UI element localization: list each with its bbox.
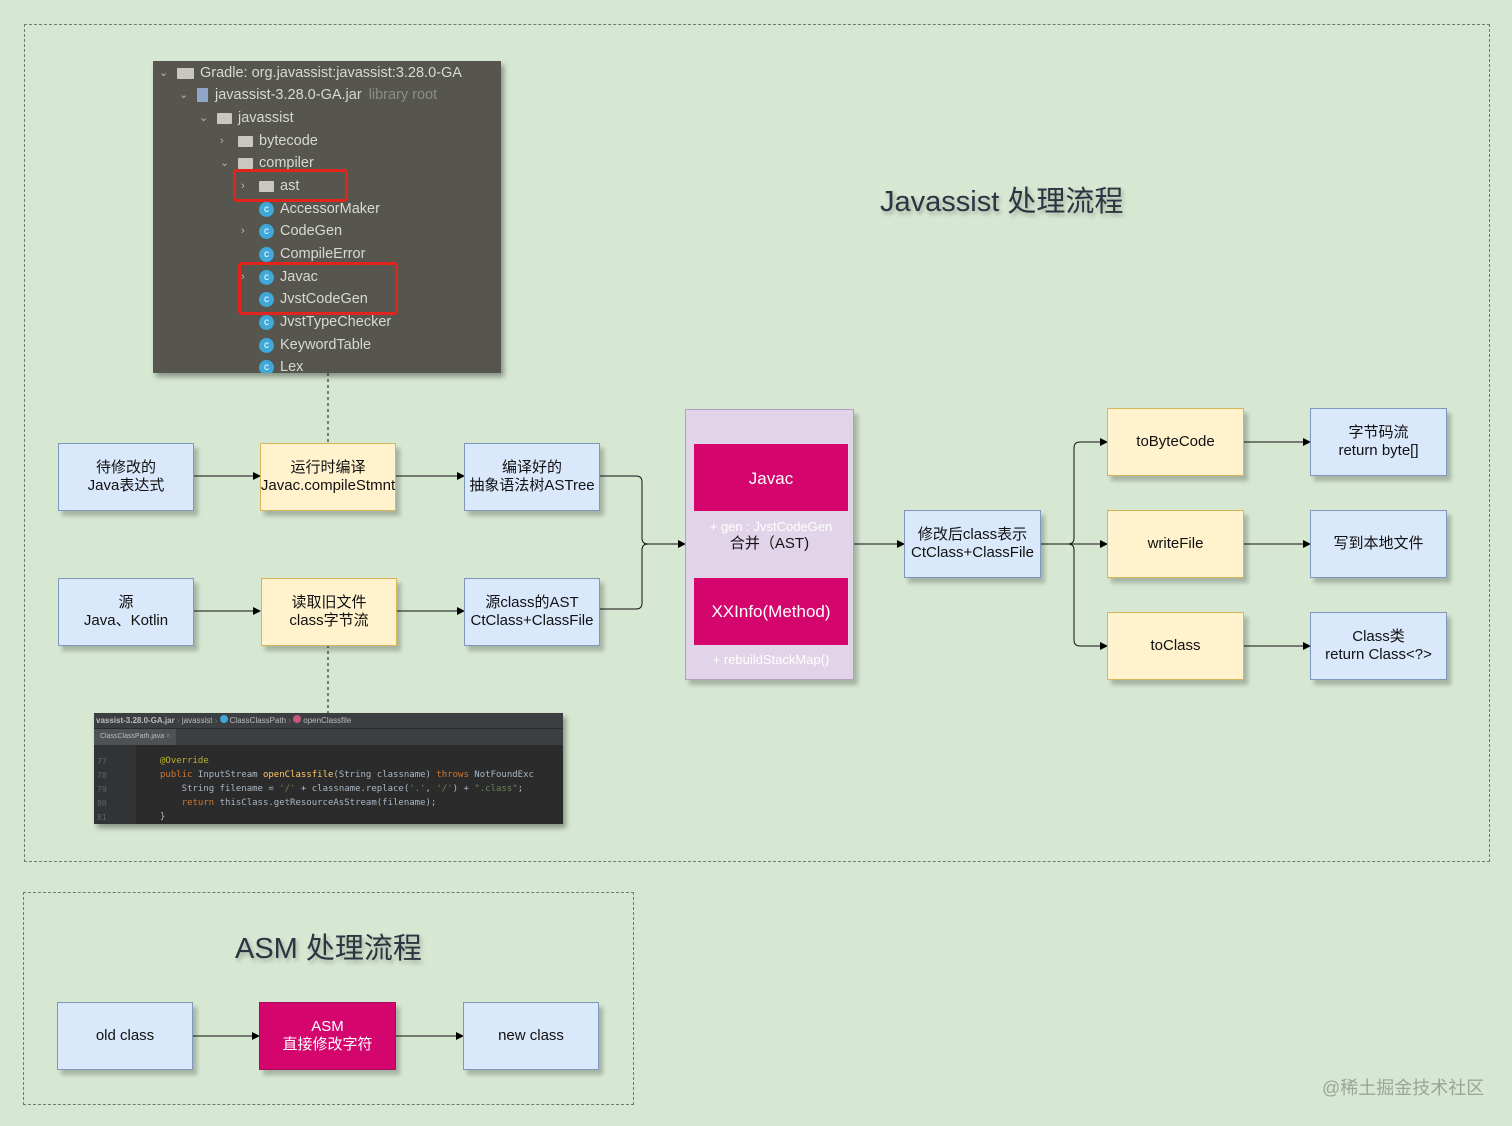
highlight-ast: [233, 169, 348, 202]
method-icon: [293, 715, 302, 723]
tree-row-javassist[interactable]: ⌄javassist: [199, 107, 294, 129]
node-write-local-file: 写到本地文件: [1310, 510, 1447, 578]
class-icon: c: [259, 201, 274, 217]
line-number: 78: [97, 771, 107, 780]
arrow-to-bytecode: [1067, 438, 1108, 545]
arrow-ast-to-javac: [600, 475, 686, 548]
class-icon: c: [259, 269, 274, 285]
chevron-down-icon: ⌄: [159, 67, 169, 79]
tree-row-gradle[interactable]: ⌄Gradle: org.javassist:javassist:3.28.0-…: [159, 62, 462, 84]
ide-project-tree: ⌄Gradle: org.javassist:javassist:3.28.0-…: [153, 61, 501, 373]
tree-row-compiler[interactable]: ⌄compiler: [220, 152, 314, 174]
package-folder-icon: [217, 112, 232, 124]
class-icon: [219, 715, 228, 723]
editor-breadcrumb: vassist-3.28.0-GA.jar › javassist › Clas…: [94, 713, 563, 728]
highlight-javac-jvstcodegen: [238, 262, 398, 315]
javac-block: Javac + gen : JvstCodeGen: [694, 444, 848, 534]
class-icon: c: [259, 291, 274, 307]
package-folder-icon: [238, 135, 253, 147]
node-new-class: new class: [463, 1002, 599, 1070]
chevron-right-icon: ›: [241, 180, 245, 192]
chevron-right-icon: ›: [241, 271, 245, 283]
class-icon: c: [259, 223, 274, 239]
code-line-annotation: @Override: [160, 756, 209, 766]
merge-label: 合并（AST): [729, 535, 810, 552]
node-modified-class: 修改后class表示 CtClass+ClassFile: [904, 510, 1041, 578]
code-snippet-panel: vassist-3.28.0-GA.jar › javassist › Clas…: [94, 713, 563, 824]
line-number: 79: [97, 785, 107, 794]
xxinfo-block: XXInfo(Method) + rebuildStackMap(): [694, 578, 848, 667]
javassist-title: Javassist 处理流程: [880, 186, 1124, 218]
node-source: 源 Java、Kotlin: [58, 578, 194, 646]
code-line-filename: String filename = '/' + classname.replac…: [160, 784, 524, 794]
chevron-right-icon: ›: [241, 225, 245, 237]
chevron-right-icon: ›: [220, 135, 224, 147]
breadcrumb-class[interactable]: ClassClassPath: [229, 716, 287, 725]
breadcrumb-method[interactable]: openClassfile: [303, 716, 352, 725]
node-runtime-compile: 运行时编译 Javac.compileStmnt: [260, 443, 396, 511]
tree-row-ast[interactable]: ›ast: [241, 175, 299, 197]
close-icon[interactable]: ×: [166, 733, 171, 740]
node-class-object: Class类 return Class<?>: [1310, 612, 1447, 680]
line-number: 81: [97, 813, 107, 822]
node-write-file: writeFile: [1107, 510, 1244, 578]
node-compiled-astree: 编译好的 抽象语法树ASTree: [464, 443, 600, 511]
chevron-down-icon: ⌄: [220, 157, 230, 169]
node-source-class-ast: 源class的AST CtClass+ClassFile: [464, 578, 600, 646]
node-to-bytecode: toByteCode: [1107, 408, 1244, 476]
chevron-down-icon: ⌄: [199, 112, 209, 124]
editor-tab[interactable]: ClassClassPath.java ×: [94, 729, 177, 745]
class-icon: c: [259, 314, 274, 330]
code-line-signature: public InputStream openClassfile(String …: [160, 770, 534, 780]
class-icon: c: [259, 246, 274, 262]
code-line-return: return thisClass.getResourceAsStream(fil…: [160, 798, 437, 808]
line-gutter: [94, 745, 136, 824]
package-folder-icon: [238, 157, 253, 169]
class-icon: c: [259, 337, 274, 353]
arrow-srcast-to-javac: [600, 543, 649, 610]
asm-group-frame: [23, 892, 634, 1105]
class-icon: c: [259, 359, 274, 373]
node-asm: ASM 直接修改字符: [259, 1002, 396, 1070]
line-number: 80: [97, 799, 107, 808]
library-icon: [177, 67, 194, 79]
chevron-down-icon: ⌄: [179, 89, 189, 101]
node-merge-container: Javac + gen : JvstCodeGen 合并（AST) XXInfo…: [685, 409, 854, 680]
code-line-close: }: [160, 812, 166, 822]
node-old-class: old class: [57, 1002, 193, 1070]
editor-tab-bar: ClassClassPath.java ×: [94, 728, 563, 745]
arrow-to-toclass: [1067, 543, 1108, 650]
tree-row-bytecode[interactable]: ›bytecode: [220, 130, 318, 152]
node-read-old-file: 读取旧文件 class字节流: [261, 578, 397, 646]
jar-icon: [197, 88, 208, 102]
node-modify-expression: 待修改的 Java表达式: [58, 443, 194, 511]
node-bytecode-stream: 字节码流 return byte[]: [1310, 408, 1447, 476]
breadcrumb-package[interactable]: javassist: [181, 716, 213, 725]
asm-title: ASM 处理流程: [235, 933, 422, 965]
watermark: @稀土掘金技术社区: [1322, 1078, 1485, 1098]
package-folder-icon: [259, 180, 274, 192]
line-number: 77: [97, 757, 107, 766]
node-to-class: toClass: [1107, 612, 1244, 680]
javassist-group-frame: [24, 24, 1490, 862]
